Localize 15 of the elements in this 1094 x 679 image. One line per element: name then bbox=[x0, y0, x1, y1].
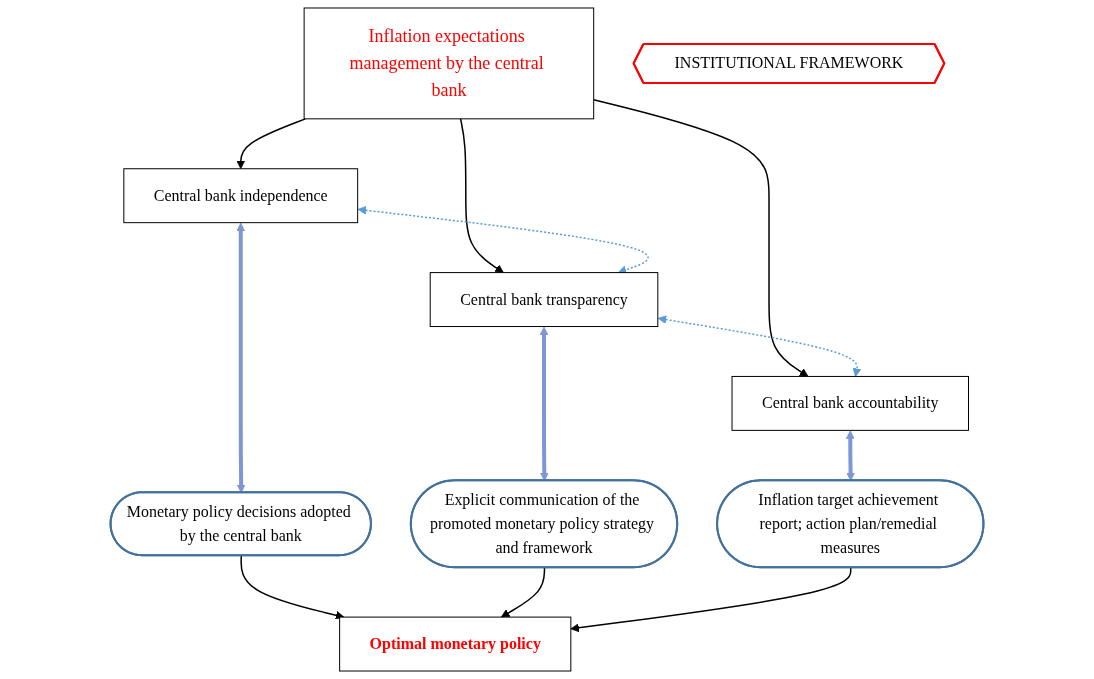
arrow bbox=[657, 315, 862, 377]
node-box: Optimal monetary policy bbox=[339, 616, 572, 672]
node-box: Central bank transparency bbox=[429, 272, 659, 327]
arrow bbox=[845, 430, 855, 482]
arrow bbox=[236, 118, 307, 170]
node-box: Inflation expectations management by the central bank bbox=[303, 7, 595, 120]
node-box: Central bank independence bbox=[123, 168, 359, 224]
arrow bbox=[240, 554, 345, 620]
arrow bbox=[459, 118, 504, 273]
arrow bbox=[539, 326, 549, 482]
arrow bbox=[236, 222, 246, 494]
node-box: Central bank accountability bbox=[731, 375, 969, 431]
arrow bbox=[592, 99, 809, 377]
arrow bbox=[500, 566, 546, 618]
arrow bbox=[570, 566, 852, 633]
